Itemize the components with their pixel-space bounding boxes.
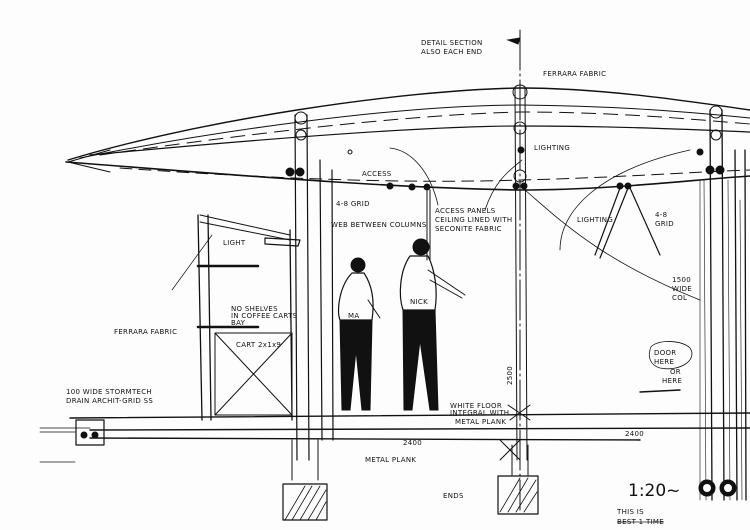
no-shelves-line1: NO SHELVES (231, 305, 278, 313)
floor-note-line1: WHITE FLOOR (450, 402, 502, 410)
grid-left-label: 4-8 GRID (336, 200, 370, 208)
roof-canopy (65, 87, 750, 191)
door-note-line4: HERE (662, 377, 682, 385)
span-right-dimension: 2400 (625, 430, 644, 438)
door-note-line1: DOOR (654, 349, 676, 357)
this-is-line2: BEST 1 TIME (617, 518, 664, 526)
access-label: ACCESS (362, 170, 392, 178)
scale-label: 1:20~ (628, 481, 680, 501)
access-panels-line2: CEILING LINED WITH (435, 216, 512, 224)
footings (282, 439, 539, 521)
coffee-cart-bay (171, 214, 301, 421)
detail-note-line1: DETAIL SECTION (421, 39, 483, 47)
span-left-dimension: 2400 (403, 439, 422, 447)
door-note-circle (648, 341, 693, 370)
web-between-columns-label: WEB BETWEEN COLUMNS (331, 221, 427, 229)
annotations: DETAIL SECTION ALSO EACH END FERRARA FAB… (66, 39, 692, 526)
side-fabric-label: FERRARA FABRIC (114, 328, 177, 336)
column-note-line2: WIDE (672, 285, 692, 293)
access-panels-line3: SECONITE FABRIC (435, 225, 502, 233)
person-right-label: NICK (410, 298, 428, 306)
person-left (337, 257, 381, 411)
floor-note-line2: INTEGRAL WITH (450, 409, 509, 417)
light-label: LIGHT (223, 239, 246, 247)
door-note-line2: HERE (654, 358, 674, 366)
floor-deck (39, 389, 750, 497)
access-panels-line1: ACCESS PANELS (435, 207, 496, 215)
ceiling-fittings (285, 147, 725, 301)
drain-note-line2: DRAIN ARCHIT-GRID SS (66, 397, 153, 405)
ends-note: ENDS (443, 492, 464, 500)
detail-note-line2: ALSO EACH END (421, 48, 482, 56)
lighting-top-label: LIGHTING (534, 144, 570, 152)
this-is-line1: THIS IS (616, 508, 644, 516)
column-note-line3: COL (672, 294, 687, 302)
lighting-right-label: LIGHTING (577, 216, 613, 224)
grid-right-line2: GRID (655, 220, 674, 228)
person-left-label: MA (348, 312, 359, 320)
plank-note: METAL PLANK (365, 456, 416, 464)
roof-fabric-label: FERRARA FABRIC (543, 70, 606, 78)
person-right (399, 238, 466, 411)
drain-note-line1: 100 WIDE STORMTECH (66, 388, 152, 396)
cart-label: CART 2x1x9 (236, 341, 281, 349)
height-dimension: 2500 (506, 366, 514, 385)
grid-right-line1: 4-8 (655, 211, 667, 219)
door-note-line3: OR (670, 368, 681, 376)
no-shelves-line2: IN COFFEE CARTS (231, 312, 298, 320)
columns (294, 29, 747, 511)
no-shelves-line3: BAY (231, 319, 246, 327)
floor-note-line3: METAL PLANK (455, 418, 506, 426)
column-note-line1: 1500 (672, 276, 691, 284)
